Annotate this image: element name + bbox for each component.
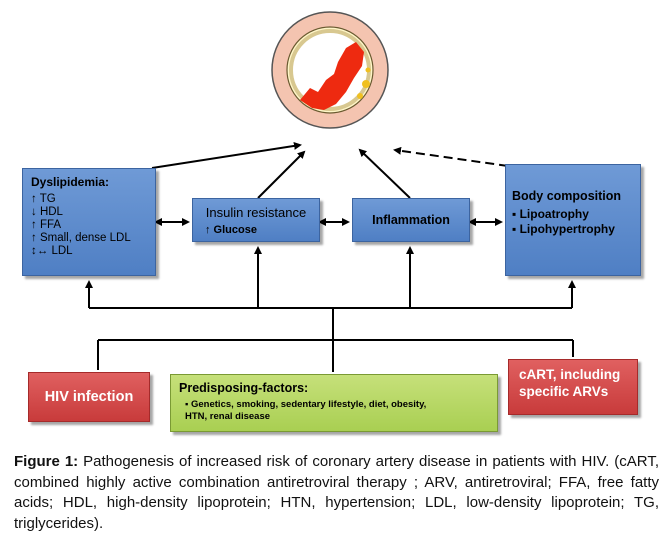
body-composition-line: ▪ Lipohypertrophy: [512, 222, 615, 236]
insulin-resistance-box: Insulin resistance ↑ Glucose: [192, 198, 320, 242]
predisposing-factors-line: ▪ Genetics, smoking, sedentary lifestyle…: [185, 399, 427, 410]
body-composition-line: ▪ Lipoatrophy: [512, 207, 589, 221]
connector-layer: [85, 11, 576, 372]
diagram: Dyslipidemia: ↑ TG ↓ HDL ↑ FFA ↑ Small, …: [22, 11, 641, 432]
dyslipidemia-title: Dyslipidemia:: [31, 175, 110, 189]
insulin-resistance-title: Insulin resistance: [205, 205, 307, 220]
body-composition-box: Body composition ▪ Lipoatrophy ▪ Lipohyp…: [505, 164, 641, 276]
predisposing-factors-line: HTN, renal disease: [185, 411, 271, 422]
dyslipidemia-line: ↑ Small, dense LDL: [31, 232, 131, 244]
hiv-infection-title: HIV infection: [44, 389, 134, 405]
figure-caption-text: Pathogenesis of increased risk of corona…: [14, 453, 659, 532]
figure-label: Figure 1:: [14, 453, 79, 470]
dyslipidemia-box: Dyslipidemia: ↑ TG ↓ HDL ↑ FFA ↑ Small, …: [22, 168, 156, 276]
dyslipidemia-line: ↑ TG: [31, 193, 56, 205]
artery-cross-section-icon: [271, 11, 389, 129]
predisposing-factors-box: Predisposing-factors: ▪ Genetics, smokin…: [170, 374, 498, 432]
figure-caption: Figure 1: Pathogenesis of increased risk…: [14, 452, 659, 534]
hiv-infection-box: HIV infection: [28, 372, 150, 422]
predisposing-factors-title: Predisposing-factors:: [179, 381, 309, 395]
dyslipidemia-line: ↑ FFA: [31, 219, 62, 231]
body-composition-title: Body composition: [512, 189, 622, 203]
plaque-shape: [300, 42, 364, 110]
cart-box: cART, including specific ARVs: [508, 359, 638, 415]
dyslipidemia-line: ↓ HDL: [31, 206, 63, 218]
inflammation-title: Inflammation: [372, 213, 450, 227]
inflammation-box: Inflammation: [352, 198, 470, 242]
dyslipidemia-line: ↕↔ LDL: [31, 245, 73, 257]
glucose-label: ↑ Glucose: [205, 224, 257, 236]
cart-title: cART, including specific ARVs: [519, 367, 621, 399]
